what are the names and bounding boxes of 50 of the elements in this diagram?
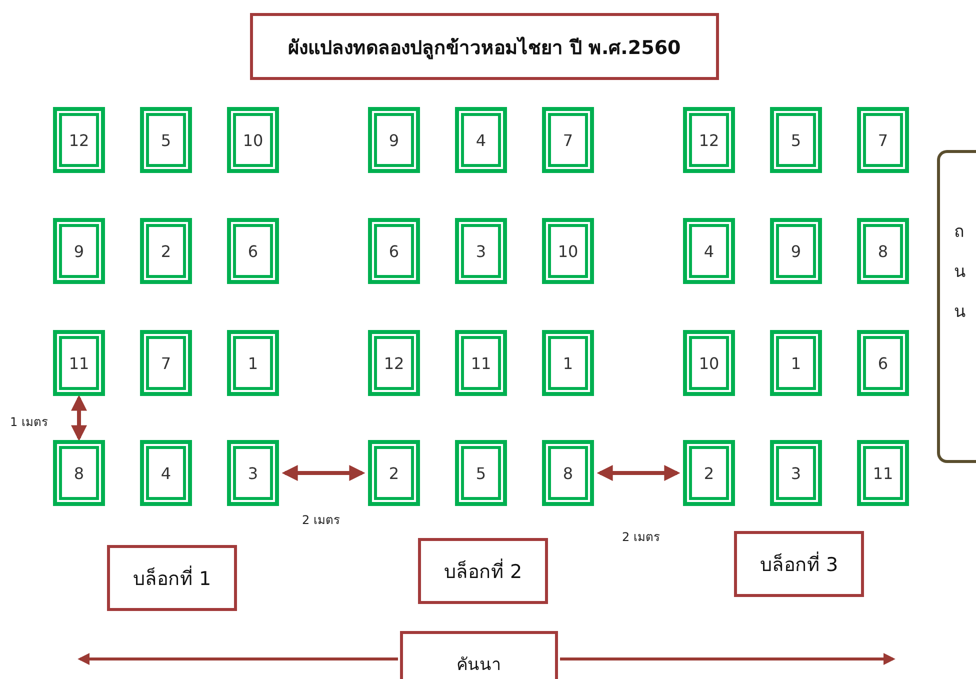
arrow bbox=[78, 653, 398, 665]
title-box: ผังแปลงทดลองปลูกข้าวหอมไชยา ปี พ.ศ.2560 bbox=[250, 13, 719, 80]
plot-label: 9 bbox=[53, 218, 105, 284]
plot-label: 1 bbox=[227, 330, 279, 396]
plot-label: 6 bbox=[227, 218, 279, 284]
plot-label: 12 bbox=[368, 330, 420, 396]
plot-label: 8 bbox=[542, 440, 594, 506]
plot-label: 10 bbox=[542, 218, 594, 284]
edge-label: 2 เมตร bbox=[302, 512, 340, 529]
plot-label: 11 bbox=[455, 330, 507, 396]
plot-label: 8 bbox=[857, 218, 909, 284]
plot-label: 5 bbox=[770, 107, 822, 173]
spacing-arrow bbox=[71, 394, 87, 442]
plot-label: 7 bbox=[857, 107, 909, 173]
plot-label: 3 bbox=[455, 218, 507, 284]
plot-label: 2 bbox=[140, 218, 192, 284]
road-label: ถนน bbox=[937, 150, 976, 463]
edge-label: 1 เมตร bbox=[10, 414, 48, 431]
block-label: บล็อกที่ 3 bbox=[734, 531, 864, 597]
plot-label: 12 bbox=[683, 107, 735, 173]
plot-label: 6 bbox=[857, 330, 909, 396]
plot-label: 3 bbox=[227, 440, 279, 506]
plot-label: 10 bbox=[227, 107, 279, 173]
plot-label: 2 bbox=[683, 440, 735, 506]
plot-label: 2 bbox=[368, 440, 420, 506]
spacing-arrow bbox=[282, 465, 366, 481]
plot-label: 7 bbox=[140, 330, 192, 396]
plot-label: 4 bbox=[140, 440, 192, 506]
plot-label: 9 bbox=[368, 107, 420, 173]
edge-label: 2 เมตร bbox=[622, 529, 660, 546]
plot-label: 11 bbox=[857, 440, 909, 506]
plot-label: 4 bbox=[455, 107, 507, 173]
dike-label: คันนา bbox=[400, 631, 558, 679]
plot-label: 8 bbox=[53, 440, 105, 506]
block-label: บล็อกที่ 2 bbox=[418, 538, 548, 604]
plot-label: 4 bbox=[683, 218, 735, 284]
plot-label: 11 bbox=[53, 330, 105, 396]
plot-label: 1 bbox=[770, 330, 822, 396]
plot-label: 6 bbox=[368, 218, 420, 284]
spacing-arrow bbox=[596, 465, 680, 481]
plot-label: 9 bbox=[770, 218, 822, 284]
plot-label: 5 bbox=[455, 440, 507, 506]
plot-label: 5 bbox=[140, 107, 192, 173]
arrow bbox=[560, 653, 896, 665]
plot-label: 12 bbox=[53, 107, 105, 173]
plot-label: 7 bbox=[542, 107, 594, 173]
block-label: บล็อกที่ 1 bbox=[107, 545, 237, 611]
plot-label: 10 bbox=[683, 330, 735, 396]
plot-label: 3 bbox=[770, 440, 822, 506]
plot-label: 1 bbox=[542, 330, 594, 396]
